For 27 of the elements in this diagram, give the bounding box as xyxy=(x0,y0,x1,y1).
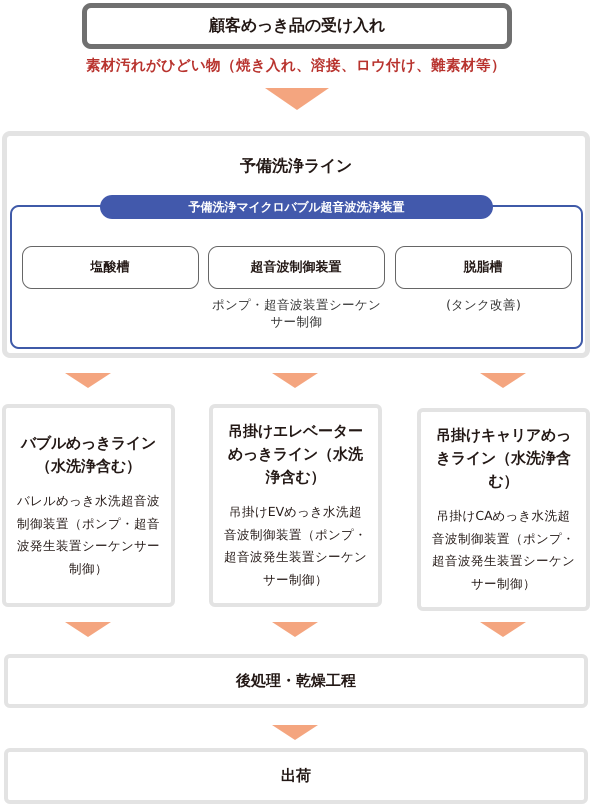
box-label: 超音波制御装置 xyxy=(250,258,342,276)
note-text: ポンプ・超音波装置シーケンサー制御 xyxy=(211,297,382,331)
process-line-card xyxy=(209,404,382,607)
box-label: 顧客めっき品の受け入れ xyxy=(208,16,386,36)
process-box xyxy=(394,246,572,288)
line-description: 吊掛けEVめっき水洗超音波制御装置（ポンプ・超音波発生装置シーケンサー制御） xyxy=(223,503,368,589)
line-title: 吊掛けキャリアめっきライン（水洗浄含む） xyxy=(435,424,572,492)
line-description: 吊掛けCAめっき水洗超音波制御装置（ポンプ・超音波発生装置シーケンサー制御） xyxy=(431,507,576,593)
process-box xyxy=(4,748,588,804)
line-description: バレルめっき水洗超音波制御装置（ポンプ・超音波発生装置シーケンサー制御） xyxy=(16,492,161,578)
process-box xyxy=(4,654,588,708)
group-panel xyxy=(2,131,590,358)
box-label: 塩酸槽 xyxy=(89,259,130,276)
process-box xyxy=(208,246,384,288)
process-line-card xyxy=(417,408,590,611)
line-title: バブルめっきライン（水洗浄含む） xyxy=(20,432,157,476)
note-text: (タンク改善) xyxy=(445,297,522,314)
box-label: 脱脂槽 xyxy=(462,259,504,276)
note-text: 素材汚れがひどい物（焼き入れ、溶接、ロウ付け、難素材等） xyxy=(85,57,507,76)
process-box xyxy=(82,3,512,49)
box-label: 出荷 xyxy=(280,766,312,786)
panel-title: 予備洗浄ライン xyxy=(239,156,353,177)
group-heading: 予備洗浄マイクロバブル超音波洗浄装置 xyxy=(100,195,493,219)
line-title: 吊掛けエレベーターめっきライン（水洗浄含む） xyxy=(227,420,364,488)
process-box xyxy=(22,246,198,288)
box-label: 後処理・乾燥工程 xyxy=(234,672,357,690)
process-line-card xyxy=(2,404,175,607)
